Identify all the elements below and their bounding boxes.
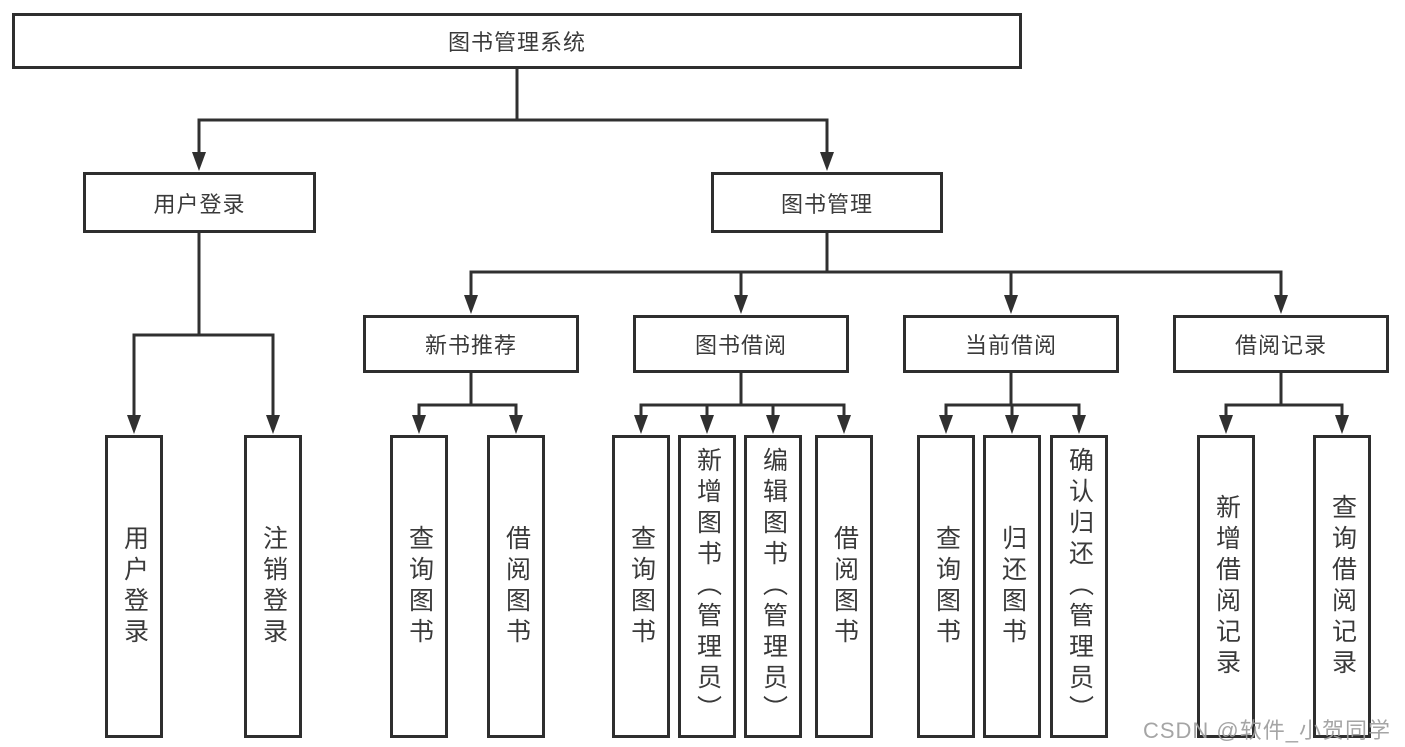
leaf-cb-return-book: 归还图书 bbox=[983, 435, 1041, 738]
arrowhead-new-book-rec bbox=[464, 295, 478, 314]
leaf-br-add-record: 新增借阅记录 bbox=[1197, 435, 1255, 738]
arrowhead-cb-confirm bbox=[1072, 415, 1086, 434]
leaf-br-query-record: 查询借阅记录 bbox=[1313, 435, 1371, 738]
arrowhead-book-borrow bbox=[734, 295, 748, 314]
arrowhead-rec-query bbox=[412, 415, 426, 434]
leaf-bb-query-book: 查询图书 bbox=[612, 435, 670, 738]
arrowhead-leaf-user-login bbox=[127, 415, 141, 434]
connector-book-borrow-branch bbox=[639, 373, 846, 417]
leaf-logout: 注销登录 bbox=[244, 435, 302, 738]
arrowhead-leaf-logout bbox=[266, 415, 280, 434]
connector-new-book-rec-branch bbox=[417, 373, 518, 417]
leaf-user-login: 用户登录 bbox=[105, 435, 163, 738]
arrowhead-borrow-record bbox=[1274, 295, 1288, 314]
node-book-mgmt: 图书管理 bbox=[711, 172, 943, 233]
leaf-rec-query-book: 查询图书 bbox=[390, 435, 448, 738]
node-book-borrow: 图书借阅 bbox=[633, 315, 849, 373]
arrowhead-bb-edit bbox=[766, 415, 780, 434]
arrowhead-bb-add bbox=[700, 415, 714, 434]
arrowhead-bb-borrow bbox=[837, 415, 851, 434]
node-user-login: 用户登录 bbox=[83, 172, 316, 233]
arrowhead-rec-borrow bbox=[509, 415, 523, 434]
connector-book-mgmt-branch bbox=[469, 233, 1283, 297]
connector-root-branch bbox=[197, 69, 829, 153]
csdn-watermark: CSDN @软件_小贺同学 bbox=[1142, 718, 1391, 743]
leaf-rec-borrow-book: 借阅图书 bbox=[487, 435, 545, 738]
arrowhead-bb-query bbox=[634, 415, 648, 434]
node-new-book-rec: 新书推荐 bbox=[363, 315, 579, 373]
leaf-bb-borrow-book: 借阅图书 bbox=[815, 435, 873, 738]
leaf-bb-edit-book: 编辑图书（管理员） bbox=[744, 435, 802, 738]
arrowhead-cb-query bbox=[939, 415, 953, 434]
arrowhead-br-query bbox=[1335, 415, 1349, 434]
connector-user-login-branch bbox=[132, 233, 275, 417]
arrowhead-cb-return bbox=[1005, 415, 1019, 434]
arrowhead-br-add bbox=[1219, 415, 1233, 434]
arrowhead-current-borrow bbox=[1004, 295, 1018, 314]
leaf-cb-confirm-return: 确认归还（管理员） bbox=[1050, 435, 1108, 738]
node-borrow-record: 借阅记录 bbox=[1173, 315, 1389, 373]
leaf-cb-query-book: 查询图书 bbox=[917, 435, 975, 738]
arrowhead-user-login bbox=[192, 152, 206, 171]
connector-borrow-record-branch bbox=[1224, 373, 1344, 417]
connector-current-borrow-branch bbox=[944, 373, 1081, 417]
node-current-borrow: 当前借阅 bbox=[903, 315, 1119, 373]
arrowhead-book-mgmt bbox=[820, 152, 834, 171]
leaf-bb-add-book: 新增图书（管理员） bbox=[678, 435, 736, 738]
node-root: 图书管理系统 bbox=[12, 13, 1022, 69]
